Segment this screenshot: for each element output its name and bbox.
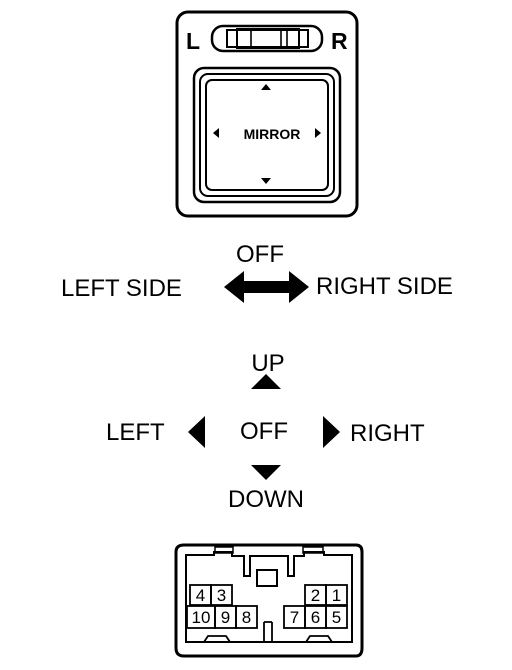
double-arrow-icon [224, 271, 309, 303]
pin-label: 10 [192, 608, 211, 627]
side-selector-legend: OFF LEFT SIDE RIGHT SIDE [61, 241, 453, 303]
pin-label: 5 [332, 608, 341, 627]
selector-left-label: LEFT SIDE [61, 275, 182, 302]
direction-legend: UP LEFT OFF RIGHT DOWN [106, 350, 425, 513]
mirror-pad[interactable]: MIRROR [192, 66, 342, 204]
pin-label: 9 [221, 608, 230, 627]
pin-label: 8 [242, 608, 251, 627]
connector-face: 4 3 2 1 10 9 8 7 6 5 [174, 543, 364, 658]
direction-off-label: OFF [240, 418, 288, 445]
pin-label: 7 [290, 608, 299, 627]
pad-arrow-left-icon [213, 128, 219, 138]
pin-label: 2 [311, 586, 320, 605]
connector-latch [256, 569, 278, 587]
pin-label: 1 [332, 586, 341, 605]
pad-arrow-down-icon [261, 178, 271, 184]
direction-left-label: LEFT [106, 419, 165, 446]
left-letter: L [186, 28, 200, 54]
connector-outer-shell [174, 543, 364, 658]
right-letter: R [331, 28, 348, 54]
pin-label: 3 [217, 586, 226, 605]
pin-label: 4 [196, 586, 205, 605]
connector-foot-left [203, 635, 231, 643]
pad-arrow-right-icon [315, 128, 321, 138]
pad-label: MIRROR [244, 126, 301, 142]
mirror-switch: L R MIRROR [175, 10, 359, 218]
direction-up-label: UP [251, 350, 284, 377]
arrow-right-icon [323, 416, 340, 448]
arrow-down-icon [251, 465, 281, 480]
connector-top-tab-left [214, 546, 234, 554]
direction-right-label: RIGHT [350, 420, 425, 447]
selector-off-label: OFF [236, 241, 284, 268]
arrow-left-icon [188, 416, 205, 448]
pin-label: 6 [311, 608, 320, 627]
connector-key [263, 621, 273, 642]
pad-arrow-up-icon [261, 84, 271, 90]
lr-selector-slider[interactable] [210, 24, 324, 53]
direction-down-label: DOWN [228, 486, 304, 513]
switch-housing [175, 10, 359, 218]
connector-foot-right [305, 635, 333, 643]
selector-right-label: RIGHT SIDE [316, 273, 453, 300]
arrow-up-icon [251, 374, 281, 389]
connector-top-tab-right [302, 546, 324, 554]
